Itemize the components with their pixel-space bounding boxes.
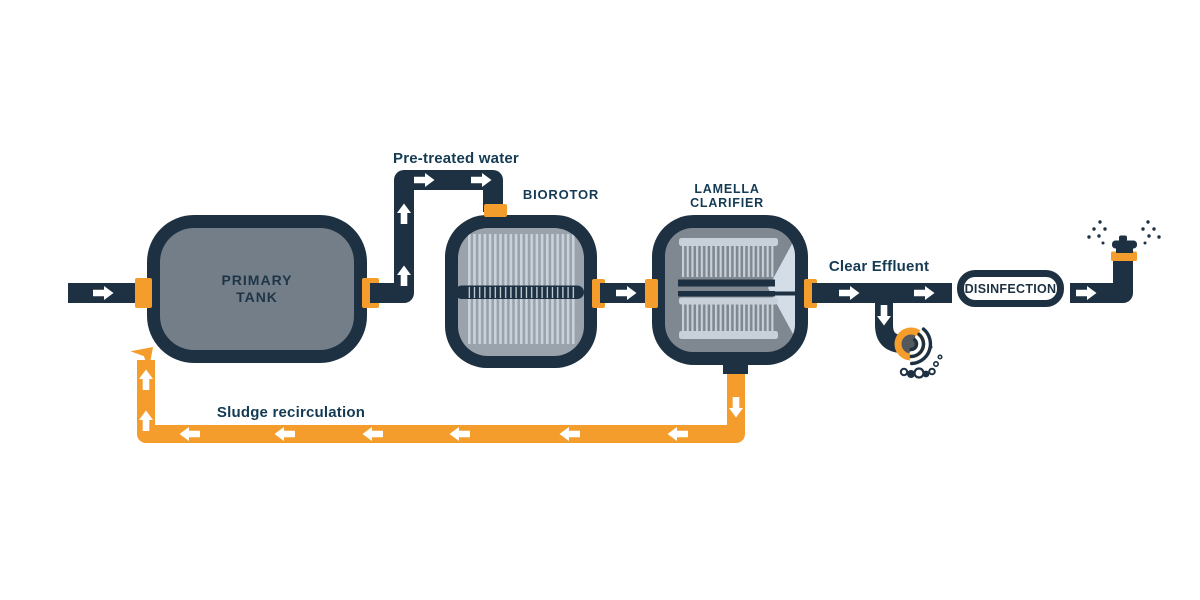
sludge-recirculation-pipe: [130, 346, 745, 443]
biorotor-label: BIOROTOR: [522, 187, 600, 202]
biorotor-inlet-connector: [484, 204, 507, 217]
lamella-clarifier-vessel: [645, 215, 817, 374]
disinfection-node: DISINFECTION: [957, 270, 1064, 307]
clear-effluent-label: Clear Effluent: [828, 258, 930, 275]
pretreated-water-label: Pre-treated water: [393, 150, 519, 167]
lamella-plates-lower: [682, 304, 775, 332]
clarifier-funnel: [768, 231, 795, 345]
disinfection-label: DISINFECTION: [964, 281, 1057, 296]
sludge-inlet-arrowhead: [130, 346, 154, 370]
sprinkler-connector: [1111, 251, 1137, 261]
tank-inlet-connector: [135, 278, 152, 308]
biorotor-clarifier-pipe: [600, 283, 652, 303]
pretreated-water-pipe: [370, 170, 503, 303]
influent-pipe: [68, 283, 140, 303]
outfall-discharge-icon: [894, 327, 943, 379]
sprinkler-icon: [1087, 220, 1161, 261]
primary-tank-label: PRIMARY TANK: [221, 272, 293, 305]
spray-droplets: [1087, 220, 1161, 245]
primary-tank: [135, 215, 379, 363]
post-disinfection-pipe: [1070, 255, 1133, 303]
sludge-recirculation-label: Sludge recirculation: [216, 404, 366, 421]
lamella-clarifier-label: LAMELLA CLARIFIER: [690, 182, 764, 210]
lamella-plates-upper: [682, 246, 775, 277]
clarifier-inlet-connector: [645, 279, 658, 308]
clear-effluent-pipe: [812, 283, 952, 353]
biorotor-vessel: [445, 204, 605, 368]
